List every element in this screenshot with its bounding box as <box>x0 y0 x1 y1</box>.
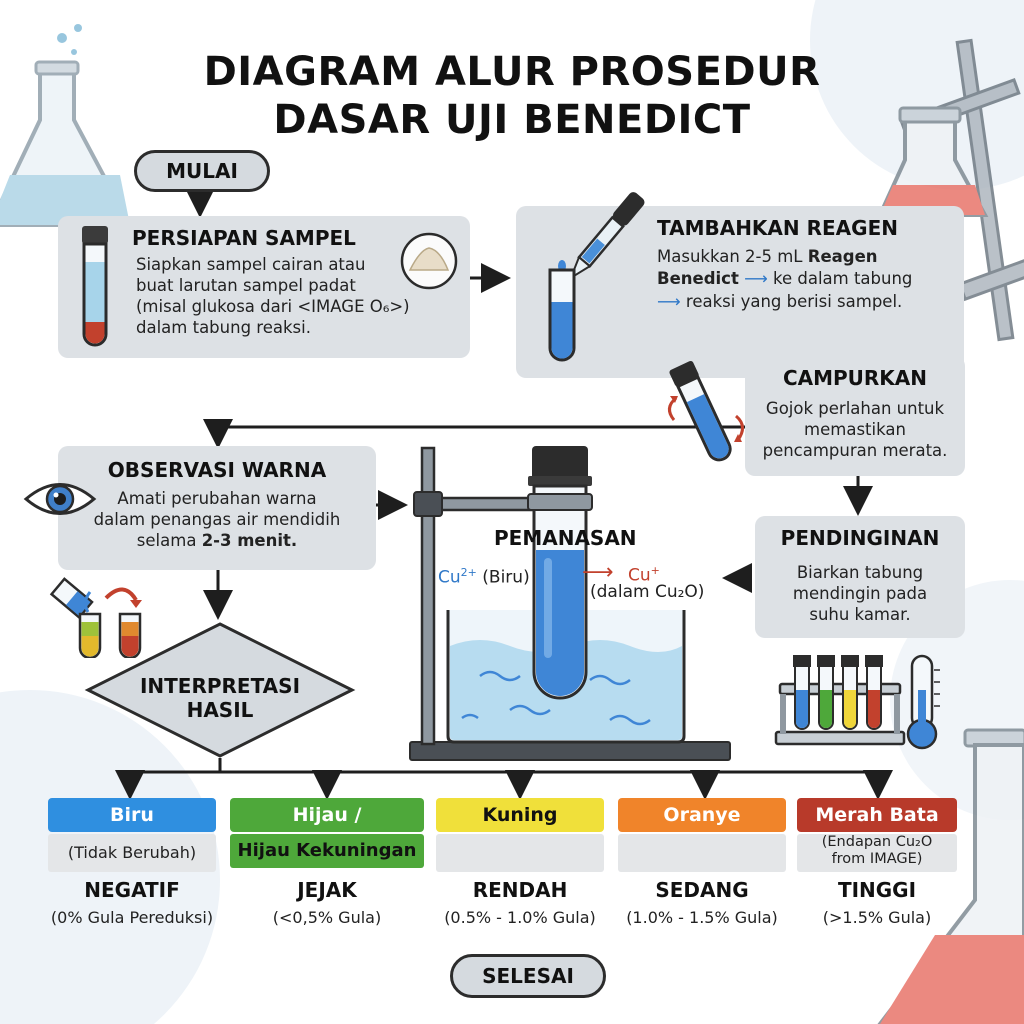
title-line-1: DIAGRAM ALUR PROSEDUR <box>203 49 821 95</box>
result-range: (0.5% - 1.0% Gula) <box>444 908 596 927</box>
ion-copper-i-symbol: Cu <box>628 565 651 586</box>
flask-left-icon <box>0 24 134 227</box>
step-cooling: PENDINGINAN Biarkan tabung mendingin pad… <box>755 516 965 638</box>
mix-line-1: Gojok perlahan untuk <box>765 399 945 418</box>
step-mix: CAMPURKAN Gojok perlahan untuk memastika… <box>745 356 965 476</box>
observe-line-1: Amati perubahan warna <box>117 489 317 508</box>
flask-bottom-right-icon <box>877 728 1024 1024</box>
heating-heading: PEMANASAN <box>494 526 637 550</box>
cooling-line-3: suhu kamar. <box>809 605 911 624</box>
result-level: NEGATIF <box>84 878 180 902</box>
pouring-tubes-icon <box>49 577 142 658</box>
step-add-reagent: TAMBAHKAN REAGEN Masukkan 2-5 mL Reagen … <box>516 192 964 378</box>
result-color-header: Hijau / <box>230 798 424 832</box>
result-note-line: from IMAGE) <box>831 851 923 867</box>
mix-line-3: pencampuran merata. <box>762 441 948 460</box>
start-label: MULAI <box>166 159 238 183</box>
result-range: (1.0% - 1.5% Gula) <box>626 908 778 927</box>
reagent-line-2: Benedict ⟶ ke dalam tabung <box>657 268 912 289</box>
observe-line-3: selama 2-3 menit. <box>58 530 376 551</box>
sample-line-1: Siapkan sampel cairan atau <box>136 255 366 274</box>
shaking-tube-icon <box>668 360 744 462</box>
step-sample-preparation: PERSIAPAN SAMPEL Siapkan sampel cairan a… <box>58 216 470 358</box>
cooling-line-1: Biarkan tabung <box>796 563 924 582</box>
result-note-box: (Tidak Berubah) <box>48 834 216 872</box>
ion-copper-ii-note: (Biru) <box>482 567 530 588</box>
result-range: (<0,5% Gula) <box>272 908 382 927</box>
end-terminal: SELESAI <box>450 954 606 998</box>
observe-duration: 2-3 menit. <box>201 531 298 550</box>
ion-copper-ii: Cu2+ (Biru) <box>438 562 530 589</box>
result-level: RENDAH <box>472 878 568 902</box>
reagent-line-3-text: reaksi yang berisi sampel. <box>685 292 903 311</box>
observe-line-3-text: selama <box>136 531 197 550</box>
sample-line-3: (misal glukosa dari <IMAGE O₆>) <box>136 297 410 316</box>
result-level: TINGGI <box>837 878 917 902</box>
result-color-header: Merah Bata <box>797 798 957 832</box>
reaction-arrow-icon: ⟶ <box>582 560 614 585</box>
ion-copper-i: Cu+ <box>628 560 660 587</box>
ion-copper-i-note: (dalam Cu₂O) <box>590 582 705 602</box>
observe-heading: OBSERVASI WARNA <box>107 458 327 482</box>
heating-apparatus-illustration <box>409 446 731 761</box>
test-tube-sample-icon <box>82 226 108 347</box>
interpretation-line-1: INTERPRETASI <box>139 674 301 698</box>
result-level: JEJAK <box>297 878 357 902</box>
result-color-header: Oranye <box>618 798 786 832</box>
result-note-box: Hijau Kekuningan <box>230 834 424 872</box>
step-observe-color: OBSERVASI WARNA Amati perubahan warna da… <box>58 446 376 570</box>
result-color-header: Kuning <box>436 798 604 832</box>
result-note-box <box>436 834 604 872</box>
reagent-line-3: ⟶ reaksi yang berisi sampel. <box>657 291 902 312</box>
result-note-line: (Endapan Cu₂O <box>821 834 933 850</box>
ion-copper-ii-charge: 2+ <box>460 566 477 579</box>
tube-rack-thermometer-icon <box>774 654 940 750</box>
result-color-subheader: Hijau Kekuningan <box>230 834 424 868</box>
sample-line-4: dalam tabung reaksi. <box>136 318 311 337</box>
arrow-right-icon: ⟶ <box>657 292 681 311</box>
dropper-tube-icon <box>548 192 645 362</box>
result-note-box <box>618 834 786 872</box>
mix-heading: CAMPURKAN <box>782 366 928 390</box>
end-label: SELESAI <box>482 964 574 988</box>
reagent-line-1: Masukkan 2-5 mL Reagen <box>657 246 878 267</box>
reagent-name-2: Benedict <box>657 269 739 288</box>
arrow-right-icon: ⟶ <box>744 269 768 288</box>
sample-line-2: buat larutan sampel padat <box>136 276 356 295</box>
result-level: SEDANG <box>655 878 749 902</box>
interpretation-label: INTERPRETASI HASIL <box>84 674 356 722</box>
interpretation-decision-shape <box>84 622 356 758</box>
sample-heading: PERSIAPAN SAMPEL <box>132 226 356 250</box>
result-range: (>1.5% Gula) <box>822 908 932 927</box>
cooling-line-2: mendingin pada <box>792 584 928 603</box>
mix-line-2: memastikan <box>804 420 906 439</box>
result-color-header: Biru <box>48 798 216 832</box>
interpretation-line-2: HASIL <box>186 698 254 722</box>
start-terminal: MULAI <box>134 150 270 192</box>
reagent-line-2-text: ke dalam tabung <box>773 269 913 288</box>
reagent-heading: TAMBAHKAN REAGEN <box>657 216 898 240</box>
cooling-heading: PENDINGINAN <box>780 526 940 550</box>
ion-copper-ii-symbol: Cu <box>438 567 461 588</box>
reagent-line-1-text: Masukkan 2-5 mL <box>657 247 803 266</box>
ion-copper-i-charge: + <box>650 564 660 577</box>
result-range: (0% Gula Pereduksi) <box>50 908 214 927</box>
page-title: DIAGRAM ALUR PROSEDUR DASAR UJI BENEDICT <box>0 48 1024 144</box>
result-note-line: (Tidak Berubah) <box>67 843 197 862</box>
eye-icon <box>23 483 97 515</box>
observe-line-2: dalam penangas air mendidih <box>93 510 341 529</box>
powder-dish-icon <box>400 232 458 290</box>
reagent-name-1: Reagen <box>807 247 878 266</box>
title-line-2: DASAR UJI BENEDICT <box>273 97 751 143</box>
